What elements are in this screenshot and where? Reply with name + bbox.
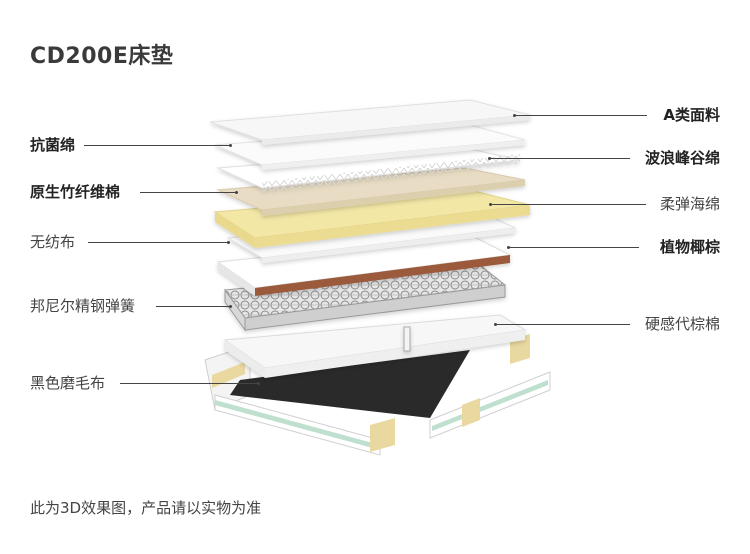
leader-bonnell-springs (156, 306, 230, 307)
layer-bonnell-springs (224, 264, 507, 352)
label-plant-coir: 植物椰棕 (659, 238, 720, 256)
leader-dot-hard-fiber (494, 323, 497, 326)
leader-dot-a-class-fabric (513, 114, 516, 117)
black-brushed-cloth (230, 350, 470, 418)
label-soft-foam: 柔弹海绵 (659, 195, 720, 213)
label-non-woven: 无纺布 (30, 233, 76, 251)
label-a-class-fabric: A类面料 (663, 106, 720, 124)
leader-dot-bamboo-fiber (235, 191, 238, 194)
leader-dot-plant-coir (507, 246, 510, 249)
leader-dot-non-woven (227, 241, 230, 244)
leader-antibacterial-cotton (84, 145, 230, 146)
label-bamboo-fiber: 原生竹纤维棉 (30, 183, 121, 201)
label-bonnell-springs: 邦尼尔精钢弹簧 (30, 297, 136, 315)
frame-accent-right (432, 380, 548, 431)
leader-dot-black-brushed-cloth (257, 382, 260, 385)
leader-a-class-fabric (515, 115, 647, 116)
mattress-frame (204, 334, 551, 456)
leader-dot-antibacterial-cotton (229, 144, 232, 147)
leader-bamboo-fiber (140, 192, 236, 193)
layer-coir (216, 234, 512, 296)
frame-pad-back (510, 334, 530, 364)
leader-hard-fiber (496, 324, 630, 325)
frame-accent-front (215, 400, 380, 450)
leader-black-brushed-cloth (120, 383, 258, 384)
leader-dot-soft-foam (489, 203, 492, 206)
leader-dot-wave-foam (488, 157, 491, 160)
label-antibacterial-cotton: 抗菌绵 (30, 136, 76, 154)
leader-soft-foam (491, 204, 646, 205)
leader-non-woven (88, 242, 228, 243)
frame-pad-front (370, 418, 395, 452)
label-black-brushed-cloth: 黑色磨毛布 (30, 374, 106, 392)
label-wave-foam: 波浪峰谷绵 (644, 149, 720, 167)
frame-pad-right (462, 398, 480, 427)
leader-plant-coir (509, 247, 639, 248)
page-title: CD200E床垫 (30, 44, 174, 69)
label-hard-fiber: 硬感代棕棉 (644, 315, 720, 333)
layer-hard-fiber (223, 314, 527, 378)
leader-wave-foam (490, 158, 630, 159)
frame-pad-left (212, 362, 245, 388)
leader-dot-bonnell-springs (229, 305, 232, 308)
disclaimer-caption: 此为3D效果图，产品请以实物为准 (30, 499, 262, 517)
